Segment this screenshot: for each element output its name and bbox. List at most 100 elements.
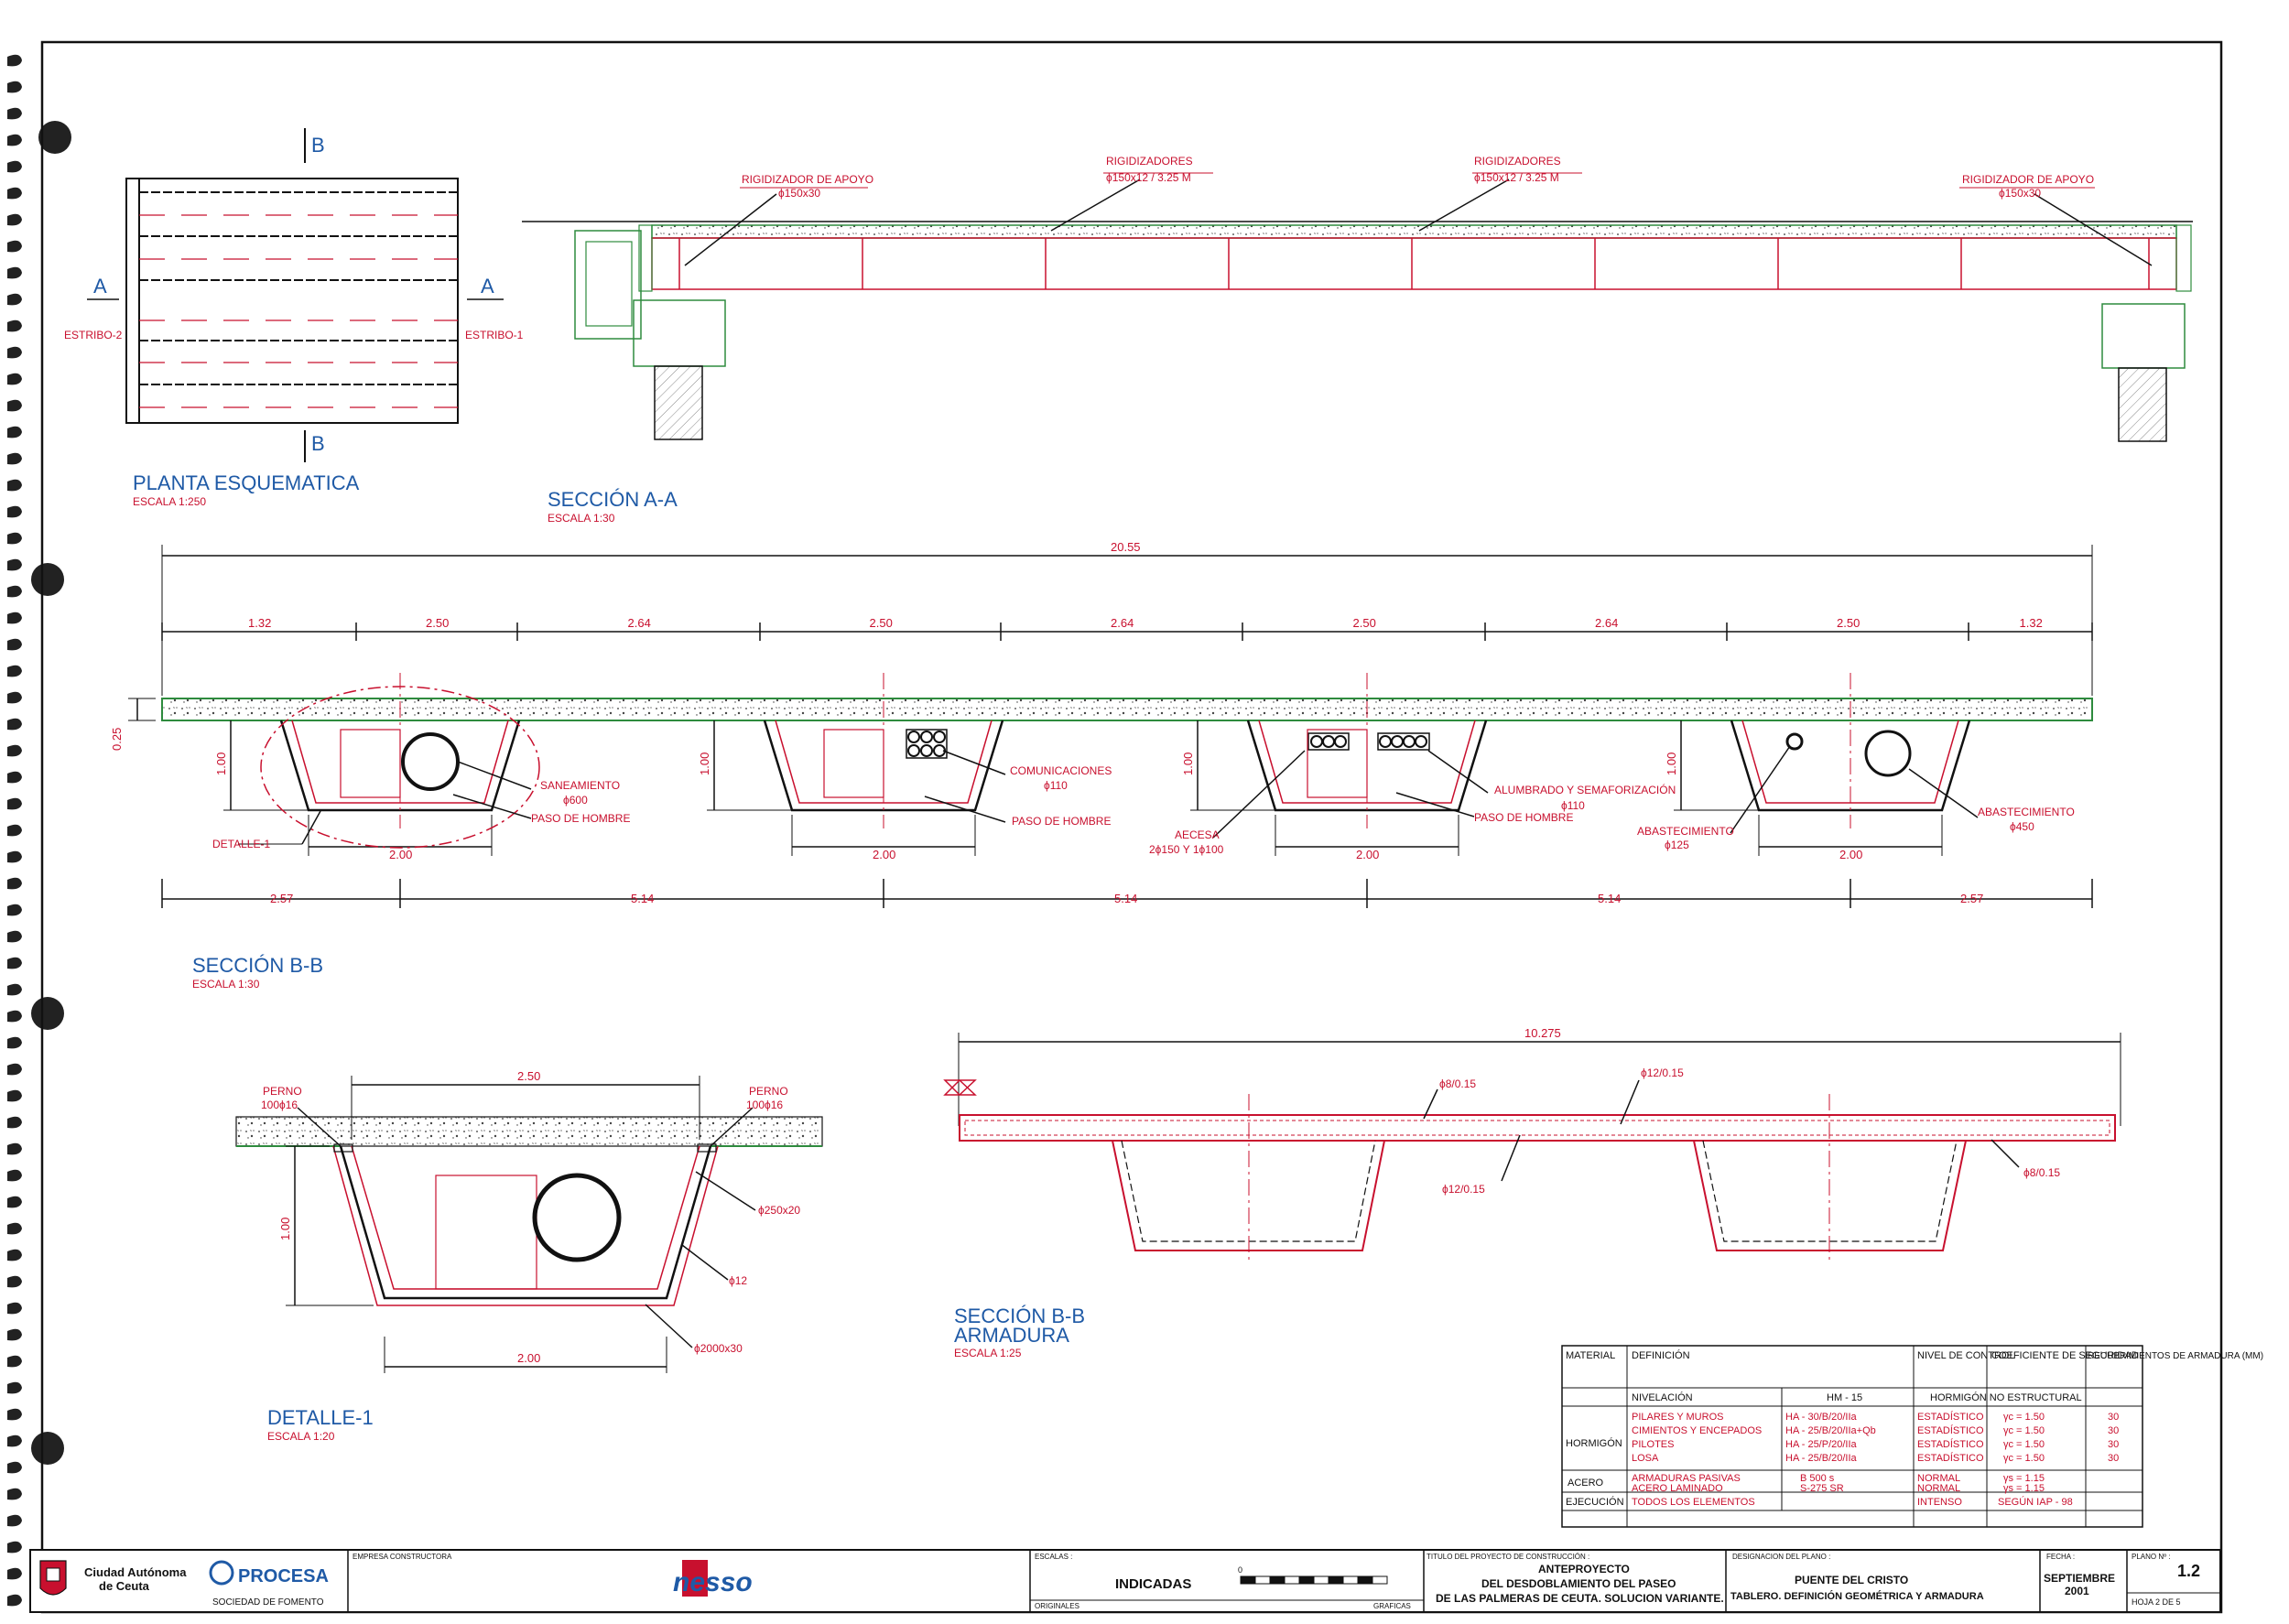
punch-hole [38, 121, 71, 154]
hoja-label: HOJA 2 DE 5 [2132, 1597, 2181, 1607]
td-ejec-ctrl: INTENSO [1917, 1497, 1962, 1508]
binding-loop [7, 81, 22, 93]
rebar-12-bottom-label: ϕ12/0.15 [1442, 1183, 1485, 1196]
binding-loop [7, 718, 22, 731]
td-acero-def: ARMADURAS PASIVAS [1632, 1473, 1741, 1484]
td-horm-ctrl: ESTADÍSTICO [1917, 1438, 1984, 1450]
td-acero-coef: γs = 1.15 [2003, 1473, 2045, 1484]
th-material: MATERIAL [1566, 1350, 1615, 1361]
binding-loop [7, 1435, 22, 1447]
bb-bottom-dim: 5.14 [1114, 892, 1137, 905]
binding-loop [7, 824, 22, 837]
binding-loop [7, 1275, 22, 1288]
material-table: MATERIAL DEFINICIÓN NIVEL DE CONTROL COE… [1561, 1345, 2263, 1528]
aecesa-label: AECESA [1175, 828, 1220, 841]
td-horm-def: PILOTES [1632, 1439, 1674, 1450]
plano-value: 1.2 [2177, 1562, 2200, 1580]
alumbrado-diam: ϕ110 [1561, 799, 1585, 812]
bb-depth-dim: 1.00 [1665, 752, 1678, 775]
rigidizador-apoyo-right-spec: ϕ150x30 [1999, 187, 2041, 200]
perno-left-spec: 100ϕ16 [261, 1099, 298, 1111]
scale-seg [1254, 1575, 1271, 1585]
graphic-scale-bar [1240, 1575, 1388, 1585]
td-ejecucion: EJECUCIÓN [1566, 1496, 1624, 1508]
rebar-12-top-label: ϕ12/0.15 [1641, 1066, 1684, 1079]
rigidizadores-1-spec: ϕ150x12 / 3.25 M [1106, 171, 1191, 184]
binding-loop [7, 1541, 22, 1554]
scale-seg [1284, 1575, 1300, 1585]
titulo-line-2: DEL DESDOBLAMIENTO DEL PASEO [1481, 1577, 1676, 1590]
binding-loop [7, 479, 22, 492]
bar-12-label: ϕ12 [729, 1274, 747, 1287]
designacion-label: DESIGNACION DEL PLANO : [1732, 1553, 1830, 1561]
estribo-2-label: ESTRIBO-2 [64, 329, 123, 341]
bb-box-width-dim: 2.00 [1839, 848, 1862, 861]
abastecimiento-label-1: ABASTECIMIENTO [1637, 825, 1734, 838]
ceuta-name-2: de Ceuta [99, 1579, 150, 1593]
graficas-label: GRAFICAS [1373, 1602, 1411, 1610]
binding-loop [7, 957, 22, 969]
abastecimiento-diam-1: ϕ125 [1665, 839, 1689, 851]
seccion-aa-title: SECCIÓN A-A [548, 488, 678, 511]
binding-loop [7, 1089, 22, 1102]
td-ejec-def: TODOS LOS ELEMENTOS [1632, 1497, 1755, 1508]
td-acero-coef: γs = 1.15 [2003, 1483, 2045, 1494]
seccion-bb-armadura: 10.275 ϕ8/0.15 ϕ12/0.15 ϕ12/0.15 ϕ8/0.15… [943, 1026, 2121, 1359]
fecha-label: FECHA : [2046, 1553, 2075, 1561]
binding-loop [7, 319, 22, 332]
comunicaciones-diam: ϕ110 [1044, 779, 1068, 792]
binding-loop [7, 1142, 22, 1155]
binding-loop [7, 744, 22, 757]
bb-box-width-dim: 2.00 [1356, 848, 1379, 861]
td-horm-rec: 30 [2108, 1439, 2119, 1450]
rigidizadores-2-spec: ϕ150x12 / 3.25 M [1474, 171, 1559, 184]
bb-top-dim: 2.50 [1837, 616, 1860, 630]
duct-bank [906, 729, 948, 759]
td-horm-ctrl: ESTADÍSTICO [1917, 1452, 1984, 1464]
binding-loop [7, 612, 22, 624]
plate-250x20-label: ϕ250x20 [758, 1204, 800, 1217]
binding-loop [7, 877, 22, 890]
procesa-logo-icon [209, 1560, 234, 1586]
duct [1415, 735, 1427, 748]
duct [1379, 735, 1392, 748]
escalas-label: ESCALAS : [1035, 1553, 1072, 1561]
planta-esquematica: B B A A ESTRIBO-2 ESTRIBO-1 PLANTA ESQUE… [64, 128, 524, 508]
punch-hole [31, 997, 64, 1030]
td-horm-ctrl: ESTADÍSTICO [1917, 1424, 1984, 1436]
td-horm-rec: 30 [2108, 1425, 2119, 1436]
td-nivelacion-val: HM - 15 [1827, 1392, 1862, 1403]
td-ejec-coef: SEGÚN IAP - 98 [1998, 1496, 2073, 1508]
binding-loop [7, 107, 22, 120]
binding-loop [7, 1567, 22, 1580]
duct [1403, 735, 1416, 748]
title-block: Ciudad Autónoma de Ceuta PROCESA SOCIEDA… [29, 1549, 2221, 1613]
binding-loop [7, 187, 22, 200]
nesso-logo: nesso [673, 1567, 753, 1597]
ceuta-name-1: Ciudad Autónoma [84, 1565, 187, 1579]
th-nivel: NIVEL DE CONTROL [1917, 1350, 2015, 1361]
binding-loop [7, 1116, 22, 1129]
bb-box-width-dim: 2.00 [873, 848, 895, 861]
detalle-top-dim: 2.50 [517, 1069, 540, 1083]
binding-loop [7, 850, 22, 863]
bb-top-dim: 2.50 [1353, 616, 1376, 630]
binding-loop [7, 160, 22, 173]
td-horm-coef: γc = 1.50 [2003, 1412, 2045, 1423]
duct [1334, 735, 1347, 748]
td-horm-coef: γc = 1.50 [2003, 1425, 2045, 1436]
armadura-title-2: ARMADURA [954, 1324, 1069, 1347]
bb-box-width-dim: 2.00 [389, 848, 412, 861]
td-horm-coef: γc = 1.50 [2003, 1453, 2045, 1464]
binding-loop [7, 1302, 22, 1315]
punch-hole [31, 1432, 64, 1465]
scale-seg [1269, 1575, 1286, 1585]
binding-loop [7, 797, 22, 810]
nesso-logo-mark [682, 1560, 708, 1597]
alumbrado-label: ALUMBRADO Y SEMAFORIZACIÓN [1494, 783, 1676, 796]
perno-left-label: PERNO [263, 1085, 302, 1098]
scale-seg [1328, 1575, 1344, 1585]
binding-loop [7, 1063, 22, 1076]
armadura-total-dim: 10.275 [1524, 1026, 1561, 1040]
scale-zero: 0 [1238, 1565, 1242, 1575]
